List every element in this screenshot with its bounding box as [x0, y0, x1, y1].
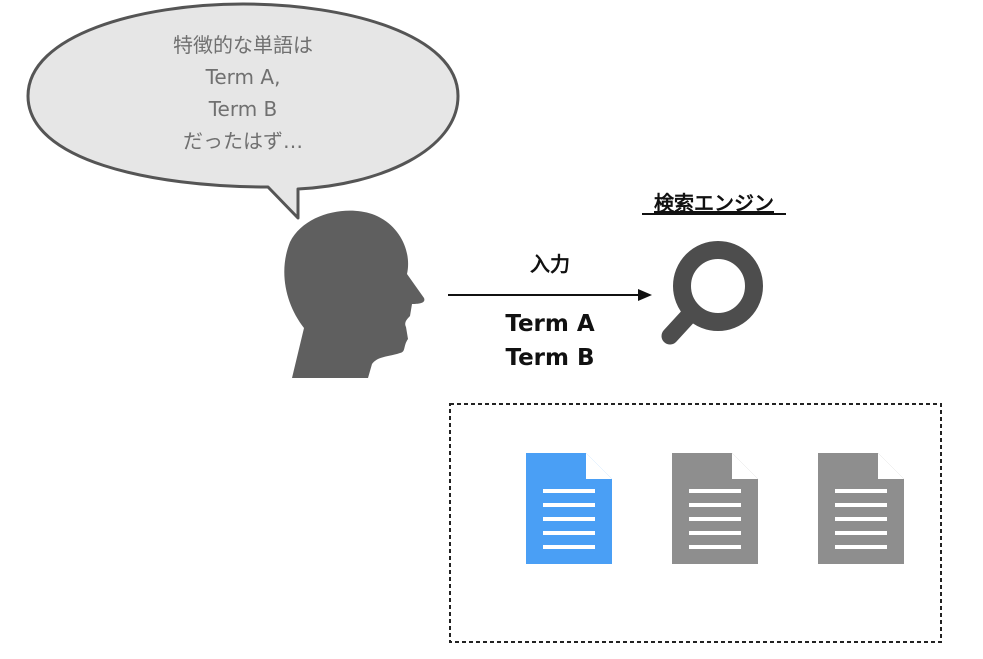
search-engine-label: 検索エンジン [654, 191, 774, 215]
input-arrow [448, 289, 652, 301]
document-text-line [689, 517, 741, 521]
document-collection-frame [449, 403, 942, 643]
document-text-line [689, 531, 741, 535]
document-text-line [835, 489, 887, 493]
speech-bubble-shape [26, 2, 460, 220]
document-list [526, 453, 904, 564]
arrow-head-icon [638, 289, 652, 301]
document-text-line [689, 503, 741, 507]
input-term-a: Term A [505, 311, 595, 337]
bubble-line-1: 特徴的な単語は [173, 33, 313, 57]
input-label: 入力 [530, 252, 570, 276]
document-text-line [835, 531, 887, 535]
bubble-line-2: Term A, [205, 65, 281, 89]
document-text-line [835, 545, 887, 549]
document-text-line [835, 503, 887, 507]
document-icon [672, 453, 758, 564]
document-text-line [543, 531, 595, 535]
document-text-line [689, 489, 741, 493]
document-text-line [689, 545, 741, 549]
document-fold-corner [878, 453, 904, 479]
input-term-b: Term B [505, 345, 594, 371]
document-text-line [835, 517, 887, 521]
document-body [818, 453, 904, 564]
document-icon [818, 453, 904, 564]
document-body [526, 453, 612, 564]
bubble-line-3: Term B [208, 97, 278, 121]
document-text-line [543, 503, 595, 507]
document-icon [526, 453, 612, 564]
document-text-line [543, 517, 595, 521]
document-text-line [543, 545, 595, 549]
document-text-line [543, 489, 595, 493]
magnifier-icon [661, 241, 763, 345]
document-fold-corner [732, 453, 758, 479]
bubble-line-4: だったはず… [183, 129, 303, 153]
document-body [672, 453, 758, 564]
person-head-icon [284, 210, 425, 378]
speech-bubble: 特徴的な単語は Term A, Term B だったはず… [26, 2, 460, 220]
document-fold-corner [586, 453, 612, 479]
